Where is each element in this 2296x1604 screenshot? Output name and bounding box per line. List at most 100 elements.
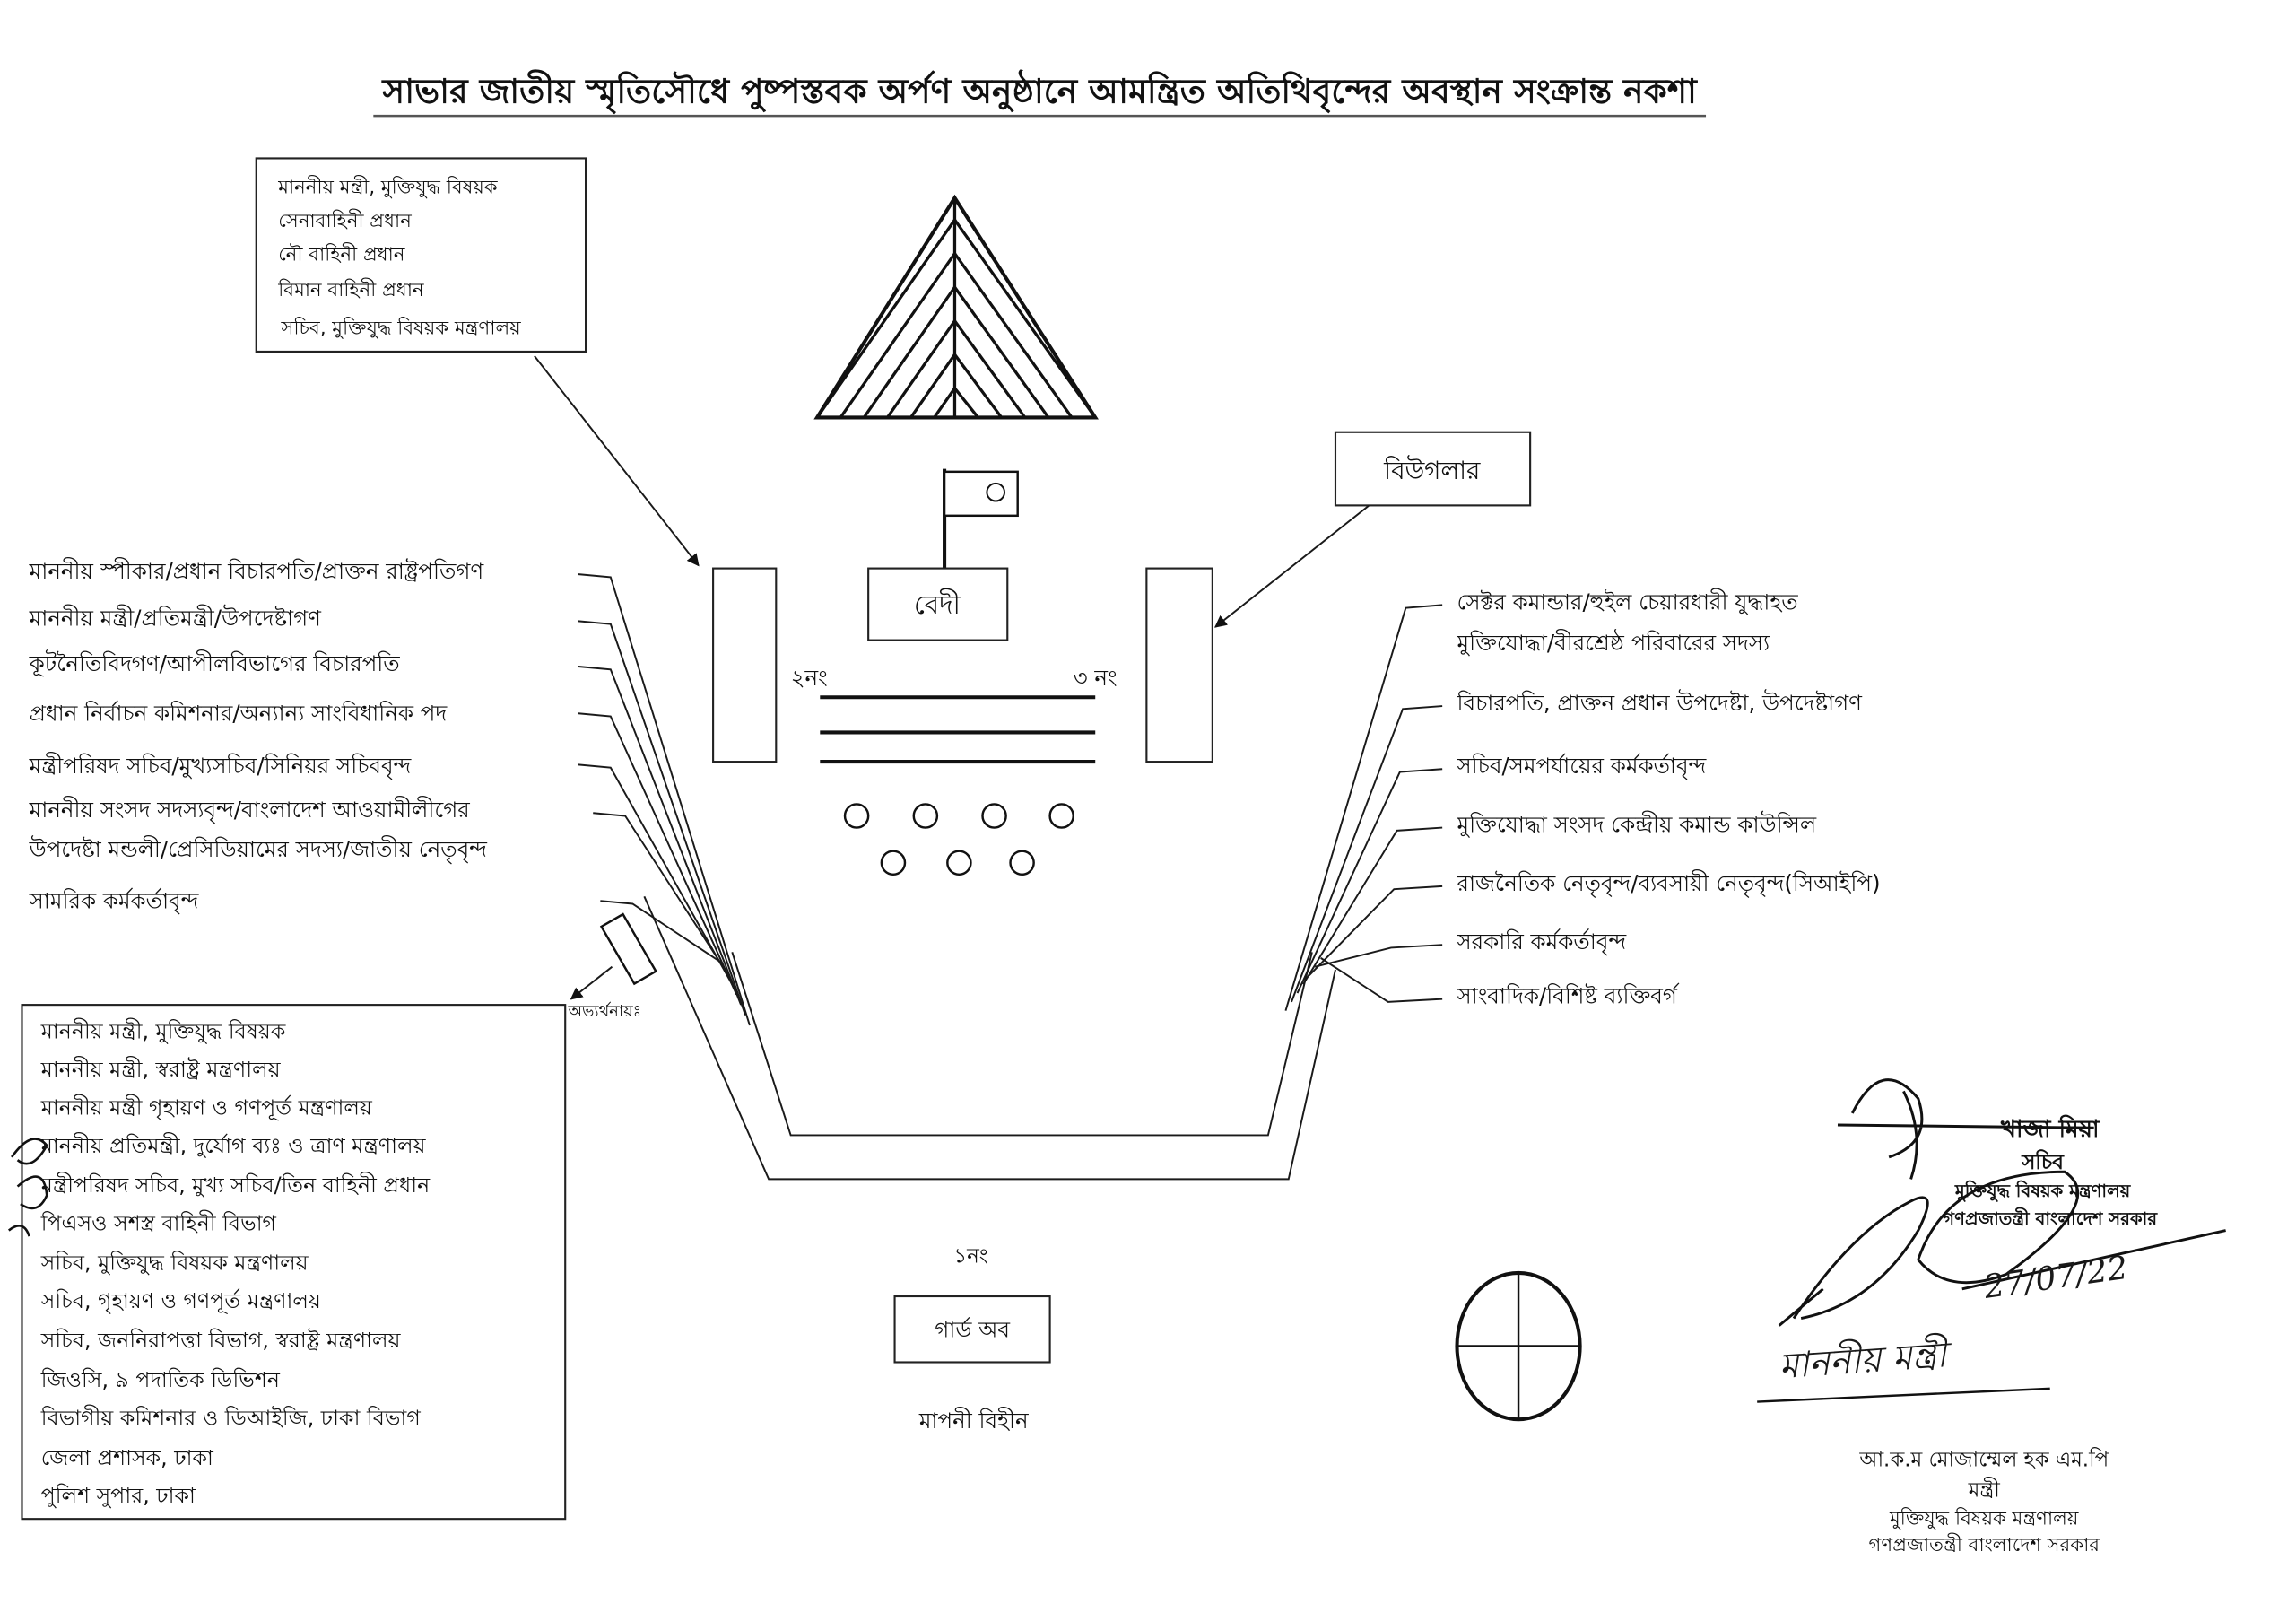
flag-icon	[943, 468, 1019, 569]
position-3-label: ৩ নং	[1074, 665, 1118, 691]
monument-line	[886, 318, 1027, 419]
stamp-government: গণপ্রজাতন্ত্রী বাংলাদেশ সরকার	[1943, 1207, 2158, 1229]
margin-handwriting	[7, 1138, 48, 1237]
right-stand	[1145, 567, 1213, 763]
right-label: সেক্টর কমান্ডার/হুইল চেয়ারধারী যুদ্ধাহত	[1457, 588, 1798, 615]
left-leader-line	[578, 763, 734, 985]
reception-item: পুলিশ সুপার, ঢাকা	[41, 1483, 196, 1508]
bugler-label: বিউগলার	[1383, 455, 1481, 485]
right-label: মুক্তিযোদ্ধা সংসদ কেন্দ্রীয় কমান্ড কাউন…	[1456, 811, 1816, 837]
signature-line	[1757, 1387, 2050, 1403]
monument-line	[909, 352, 1004, 419]
page-title: সাভার জাতীয় স্মৃতিসৌধে পুষ্পস্তবক অর্পণ…	[380, 68, 1699, 114]
wreath-circle	[880, 850, 907, 876]
minister-government: গণপ্রজাতন্ত্রী বাংলাদেশ সরকার	[1868, 1533, 2100, 1556]
minister-designation: মন্ত্রী	[1968, 1478, 2001, 1503]
reception-item: জেলা প্রশাসক, ঢাকা	[41, 1445, 214, 1470]
guard-label: গার্ড অব	[935, 1317, 1010, 1343]
wreath-circle	[912, 803, 939, 829]
top-box-arrow	[534, 355, 700, 567]
position-1-label: ১নং	[953, 1244, 987, 1268]
reception-marker-icon	[599, 912, 657, 986]
minister-block: আ.ক.ম মোজাম্মেল হক এম.পি মন্ত্রী মুক্তিয…	[1858, 1447, 2109, 1556]
left-leader-line	[578, 666, 743, 1006]
wreath-circle	[1048, 803, 1074, 829]
top-box-item: নৌ বাহিনী প্রধান	[278, 243, 405, 266]
right-leader-line	[1320, 957, 1443, 1003]
reception-item: বিভাগীয় কমিশনার ও ডিআইজি, ঢাকা বিভাগ	[40, 1405, 422, 1431]
left-label: উপদেষ্টা মন্ডলী/প্রেসিডিয়ামের সদস্য/জাত…	[29, 836, 488, 864]
scale-note: মাপনী বিহীন	[918, 1408, 1029, 1434]
bugler-box: বিউগলার	[1334, 431, 1532, 507]
left-label: মাননীয় মন্ত্রী/প্রতিমন্ত্রী/উপদেষ্টাগণ	[29, 605, 322, 631]
reception-label: অভ্যর্থনায়ঃ	[567, 1001, 641, 1021]
reception-item: সচিব, জননিরাপত্তা বিভাগ, স্বরাষ্ট্র মন্ত…	[40, 1328, 402, 1353]
right-label: সচিব/সমপর্যায়ের কর্মকর্তাবৃন্দ	[1456, 753, 1706, 780]
monument-line	[815, 217, 1097, 419]
right-leader-line	[1308, 885, 1443, 977]
monument-line	[862, 284, 1050, 419]
reception-item: মাননীয় মন্ত্রী, মুক্তিযুদ্ধ বিষয়ক	[40, 1018, 287, 1044]
left-leader-line	[578, 620, 746, 1016]
top-box-item: সচিব, মুক্তিযুদ্ধ বিষয়ক মন্ত্রণালয়	[280, 317, 521, 339]
left-leader-line	[578, 712, 738, 996]
monument-line	[933, 386, 979, 419]
left-label: প্রধান নির্বাচন কমিশনার/অন্যান্য সাংবিধা…	[30, 700, 448, 726]
monument-line	[839, 250, 1074, 419]
handwritten-note: মাননীয় মন্ত্রী	[1778, 1331, 1955, 1387]
reception-item: মাননীয় প্রতিমন্ত্রী, দুর্যোগ ব্যঃ ও ত্র…	[40, 1132, 427, 1158]
left-guest-labels: মাননীয় স্পীকার/প্রধান বিচারপতি/প্রাক্তন…	[29, 558, 488, 915]
left-leader-line	[593, 812, 729, 975]
right-label: বিচারপতি, প্রাক্তন প্রধান উপদেষ্টা, উপদে…	[1456, 690, 1862, 716]
right-leader-line	[1302, 826, 1443, 985]
reception-item: মন্ত্রীপরিষদ সচিব, মুখ্য সচিব/তিন বাহিনী…	[40, 1172, 430, 1198]
left-label: সামরিক কর্মকর্তাবৃন্দ	[29, 887, 199, 914]
top-guest-box: মাননীয় মন্ত্রী, মুক্তিযুদ্ধ বিষয়ক সেনা…	[255, 157, 587, 353]
left-label: মাননীয় স্পীকার/প্রধান বিচারপতি/প্রাক্তন…	[29, 558, 484, 584]
compass-icon	[1455, 1270, 1582, 1422]
left-label: কূটনৈতিবিদগণ/আপীলবিভাগের বিচারপতি	[29, 650, 401, 676]
minister-name: আ.ক.ম মোজাম্মেল হক এম.পি	[1858, 1447, 2109, 1471]
reception-item: সচিব, গৃহায়ণ ও গণপূর্ত মন্ত্রণালয়	[40, 1287, 322, 1314]
handwritten-signatures	[1778, 1078, 2226, 1327]
reception-item: সচিব, মুক্তিযুদ্ধ বিষয়ক মন্ত্রণালয়	[40, 1251, 309, 1276]
reception-item: মাননীয় মন্ত্রী গৃহায়ণ ও গণপূর্ত মন্ত্র…	[40, 1094, 373, 1121]
guard-of-honour-box: গার্ড অব	[893, 1295, 1051, 1364]
reception-item: জিওসি, ৯ পদাতিক ডিভিশন	[40, 1367, 281, 1392]
right-guest-labels: সেক্টর কমান্ডার/হুইল চেয়ারধারী যুদ্ধাহত…	[1456, 588, 1880, 1008]
handwritten-date: 27/07/22	[1981, 1250, 2130, 1306]
top-box-item: সেনাবাহিনী প্রধান	[278, 209, 412, 232]
leader-lines	[578, 573, 1443, 1026]
right-leader-line	[1284, 604, 1443, 1011]
right-leader-line	[1314, 944, 1443, 968]
right-label: মুক্তিযোদ্ধা/বীরশ্রেষ্ঠ পরিবারের সদস্য	[1456, 630, 1770, 656]
wreath-circle	[946, 850, 972, 876]
reception-item: পিএসও সশস্ত্র বাহিনী বিভাগ	[40, 1210, 278, 1236]
top-box-item: মাননীয় মন্ত্রী, মুক্তিযুদ্ধ বিষয়ক	[277, 176, 498, 199]
wreath-circle	[1009, 850, 1035, 876]
left-leader-line	[600, 900, 725, 965]
minister-ministry: মুক্তিযুদ্ধ বিষয়ক মন্ত্রণালয়	[1889, 1508, 2079, 1530]
stamp-designation: সচিব	[2021, 1149, 2065, 1174]
wreath-positions	[843, 803, 1074, 876]
right-leader-line	[1296, 768, 1443, 994]
left-label: মন্ত্রীপরিষদ সচিব/মুখ্যসচিব/সিনিয়র সচিব…	[29, 753, 412, 780]
enclosure-inner-line	[731, 952, 1313, 1137]
altar-label: বেদী	[914, 588, 961, 620]
right-leader-line	[1291, 705, 1443, 1003]
left-leader-line	[578, 573, 751, 1026]
secretary-stamp: খাজা মিয়া সচিব মুক্তিযুদ্ধ বিষয়ক মন্ত্…	[1943, 1114, 2158, 1229]
right-label: সাংবাদিক/বিশিষ্ট ব্যক্তিবর্গ	[1456, 982, 1680, 1008]
wreath-circle	[981, 803, 1007, 829]
top-box-item: বিমান বাহিনী প্রধান	[277, 278, 424, 301]
stamp-ministry: মুক্তিযুদ্ধ বিষয়ক মন্ত্রণালয়	[1954, 1180, 2132, 1202]
memorial-monument-icon	[813, 194, 1099, 420]
left-stand	[712, 567, 778, 763]
reception-arrow	[570, 965, 613, 1000]
right-label: রাজনৈতিক নেতৃবৃন্দ/ব্যবসায়ী নেতৃবৃন্দ(স…	[1456, 870, 1880, 898]
reception-guest-box: মাননীয় মন্ত্রী, মুক্তিযুদ্ধ বিষয়ক মানন…	[21, 1004, 567, 1521]
right-label: সরকারি কর্মকর্তাবৃন্দ	[1456, 928, 1626, 955]
wreath-circle	[843, 803, 870, 829]
altar-box: বেদী	[867, 567, 1009, 641]
